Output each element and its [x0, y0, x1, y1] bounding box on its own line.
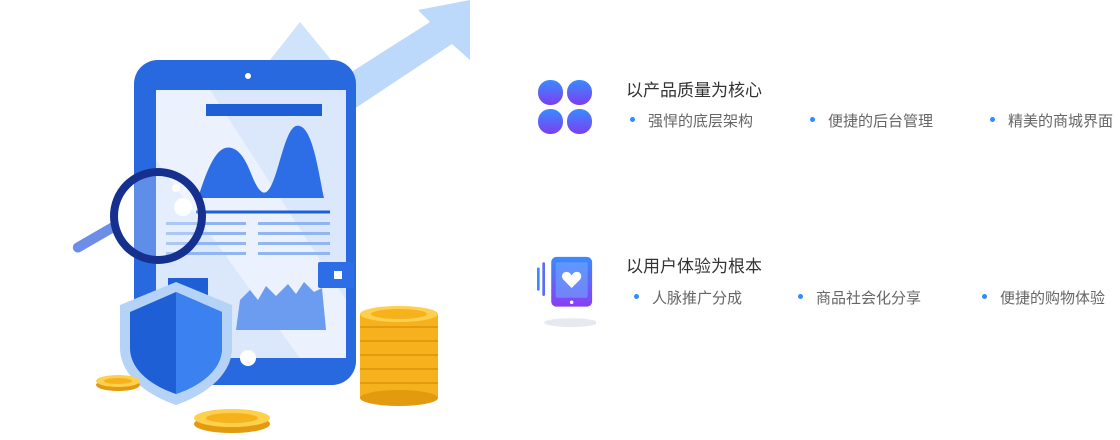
coin-icon — [194, 409, 270, 433]
feature-bullet: 人脉推广分成 — [634, 287, 742, 308]
feature-bullet: 精美的商城界面 — [990, 110, 1113, 131]
coin-stack-icon — [360, 306, 438, 406]
feature-bullet: 便捷的后台管理 — [810, 110, 933, 131]
feature-user-experience: 以用户体验为根本 人脉推广分成 商品社会化分享 便捷的购物体验 — [520, 240, 1120, 340]
feature-bullet-list: 人脉推广分成 商品社会化分享 便捷的购物体验 — [630, 287, 1120, 309]
feature-bullet: 商品社会化分享 — [798, 287, 921, 308]
four-petal-app-icon — [538, 80, 592, 134]
hero-illustration — [72, 0, 470, 433]
feature-title: 以产品质量为核心 — [626, 81, 762, 100]
feature-bullet-list: 强悍的底层架构 便捷的后台管理 精美的商城界面 — [630, 110, 1120, 132]
phone-heart-icon — [537, 256, 596, 328]
feature-title: 以用户体验为根本 — [626, 257, 762, 276]
shield-icon — [120, 282, 232, 405]
coin-icon — [96, 375, 140, 391]
feature-product-quality: 以产品质量为核心 强悍的底层架构 便捷的后台管理 精美的商城界面 — [520, 60, 1120, 160]
feature-bullet: 便捷的购物体验 — [982, 287, 1105, 308]
magnifier-icon — [72, 168, 206, 264]
feature-bullet: 强悍的底层架构 — [630, 110, 753, 131]
